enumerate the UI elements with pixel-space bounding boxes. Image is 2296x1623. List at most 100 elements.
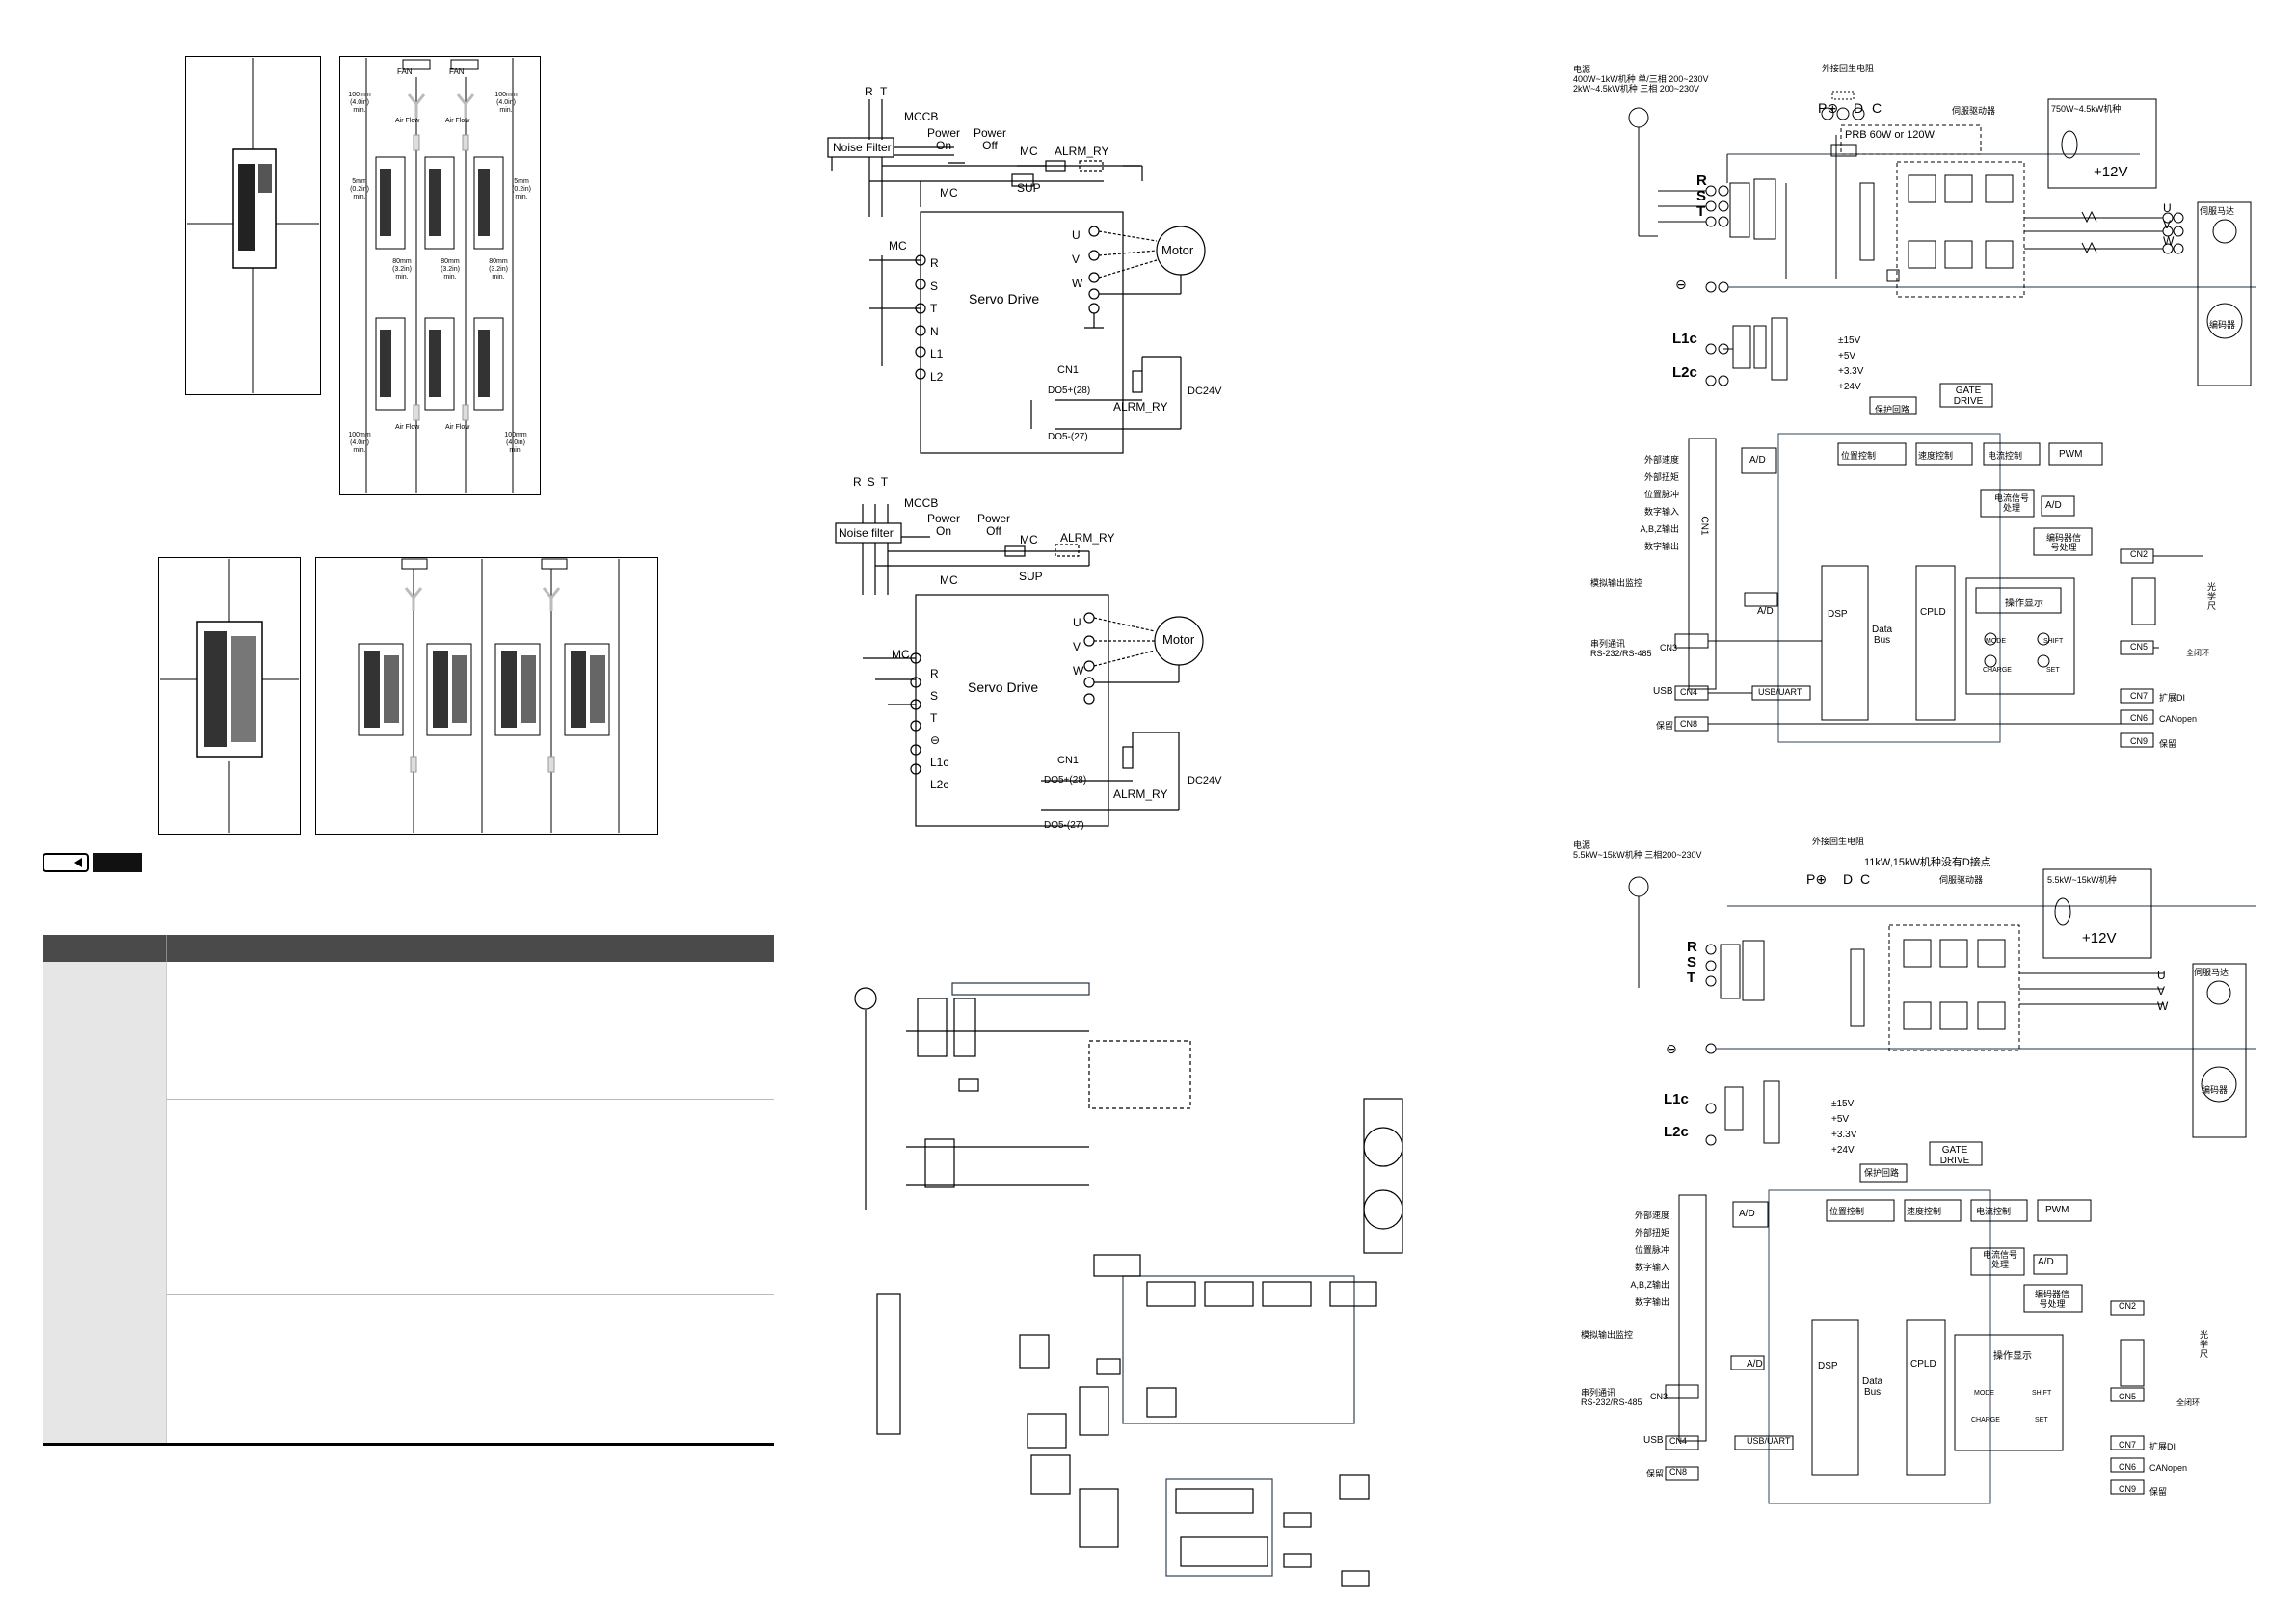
mc-label-2: MC <box>940 186 958 200</box>
mc-label-3: MC <box>889 239 907 253</box>
sup-label: SUP <box>1017 181 1041 195</box>
alrm-ry-label-2: ALRM_RY <box>1113 400 1168 413</box>
clearance-top-right: 100mm(4.0in)min. <box>494 92 518 114</box>
fan-voltage-label: +12V <box>2094 164 2128 180</box>
cur-ctrl-label: 电流控制 <box>1988 451 2023 461</box>
usb-uart-label: USB/UART <box>1758 687 1802 697</box>
usb-label-2: USB <box>1643 1435 1664 1446</box>
clearance-mid-2: 80mm(3.2in)min. <box>441 258 460 280</box>
dsp-label: DSP <box>1828 609 1848 620</box>
ad-label-2: A/D <box>2045 500 2062 511</box>
canopen-label: CANopen <box>2159 714 2198 724</box>
block-diagram-2 <box>1628 868 2256 1504</box>
dc24v-label: DC24V <box>1188 386 1222 397</box>
l1c-terminal-2: L1c <box>1664 1091 1689 1107</box>
set-key: SET <box>2046 667 2060 674</box>
voltage-rails: ±15V+5V+3.3V+24V <box>1838 335 1864 392</box>
ad-label-4: A/D <box>1739 1209 1755 1219</box>
enc-sig-label-2: 编码器信号处理 <box>2034 1290 2069 1309</box>
enc-sig-label: 编码器信号处理 <box>2045 533 2081 552</box>
spd-ctrl-label-2: 速度控制 <box>1907 1207 1942 1216</box>
sup-label-2: SUP <box>1019 570 1043 583</box>
cn9-label: CN9 <box>2130 736 2149 746</box>
servo-drive-label-2: Servo Drive <box>968 679 1039 695</box>
cn7-label-2: CN7 <box>2119 1440 2137 1450</box>
install-clearance-diagram <box>160 58 620 833</box>
fan-box-label-2: 5.5kW~15kW机种 <box>2047 875 2117 885</box>
servo-drive-cn-2: 伺服驱动器 <box>1939 875 1984 885</box>
wiring-diagram-2 <box>835 504 1204 827</box>
cn1-label: CN1 <box>1057 364 1080 376</box>
reserved-label-3: 保留 <box>1646 1469 1665 1478</box>
fan-voltage-label-2: +12V <box>2082 930 2117 946</box>
op-display-label: 操作显示 <box>2005 599 2043 609</box>
clearance-bottom-right: 100mm(4.0in)min. <box>504 432 527 454</box>
install-frame-single-2 <box>158 557 301 835</box>
cur-sig-label-2: 电流信号处理 <box>1982 1250 2017 1269</box>
cn9-label-2: CN9 <box>2119 1484 2137 1494</box>
cn6-label: CN6 <box>2130 713 2149 723</box>
air-flow-label: Air Flow <box>445 424 470 431</box>
install-frame-multi-2 <box>315 557 658 835</box>
alrm-ry-label: ALRM_RY <box>1055 145 1109 158</box>
cur-sig-label: 电流信号处理 <box>1993 493 2029 513</box>
alrm-ry-label-3: ALRM_RY <box>1060 531 1115 545</box>
mccb-label: MCCB <box>904 110 939 123</box>
pencil-note-icon <box>43 853 142 872</box>
cn8-label: CN8 <box>1680 719 1698 729</box>
ext-regen-label-2: 外接回生电阻 <box>1812 837 1865 846</box>
mc-label: MC <box>1020 145 1038 158</box>
ext-regen-label: 外接回生电阻 <box>1822 64 1875 73</box>
clearance-mid-1: 80mm(3.2in)min. <box>392 258 412 280</box>
l2c-terminal: L2c <box>1672 364 1697 381</box>
optical-scale-label: 光学尺 <box>2207 582 2217 611</box>
dsp-label-2: DSP <box>1818 1361 1838 1371</box>
do5-neg-label-2: DO5-(27) <box>1044 820 1084 831</box>
charge-key-2: CHARGE <box>1971 1417 2000 1423</box>
do5-pos-label-2: DO5+(28) <box>1044 775 1087 785</box>
terminal-d-2: D <box>1843 871 1854 887</box>
pwm-label-2: PWM <box>2045 1205 2069 1215</box>
cn4-label-2: CN4 <box>1669 1436 1688 1446</box>
cn2-label: CN2 <box>2130 549 2149 559</box>
cn6-label-2: CN6 <box>2119 1462 2137 1472</box>
cn7-label: CN7 <box>2130 691 2149 701</box>
block-diagram-unlabeled <box>854 982 1403 1587</box>
fan-label-2: FAN <box>449 67 465 76</box>
encoder-label-2: 编码器 <box>2202 1085 2229 1095</box>
mc-label-5: MC <box>940 573 958 587</box>
usb-label: USB <box>1653 686 1673 697</box>
ad-label-3: A/D <box>1757 606 1774 617</box>
set-key-2: SET <box>2035 1417 2048 1423</box>
cpld-label-2: CPLD <box>1910 1359 1936 1370</box>
mccb-label-2: MCCB <box>904 496 939 510</box>
note-11k-label: 11kW,15kW机种没有D接点 <box>1864 857 1991 868</box>
ad-label-5: A/D <box>2038 1257 2054 1267</box>
phase-labels-2: RST <box>853 475 894 489</box>
cn3-label: CN3 <box>1660 643 1678 652</box>
mc-label-6: MC <box>892 648 910 661</box>
servo-drive-label: Servo Drive <box>969 291 1040 306</box>
clearance-side-right: 5mm(0.2in)min. <box>512 178 531 200</box>
block-diagram-1 <box>1628 91 2256 748</box>
terminal-p-2: P⊕ <box>1806 871 1828 887</box>
table-row <box>43 1294 774 1443</box>
full-loop-label: 全闭环 <box>2186 649 2209 657</box>
shift-key-2: SHIFT <box>2032 1390 2052 1397</box>
l1c-terminal: L1c <box>1672 331 1697 347</box>
table-row <box>43 962 774 1100</box>
clearance-top-left: 100mm(4.0in)min. <box>348 92 371 114</box>
